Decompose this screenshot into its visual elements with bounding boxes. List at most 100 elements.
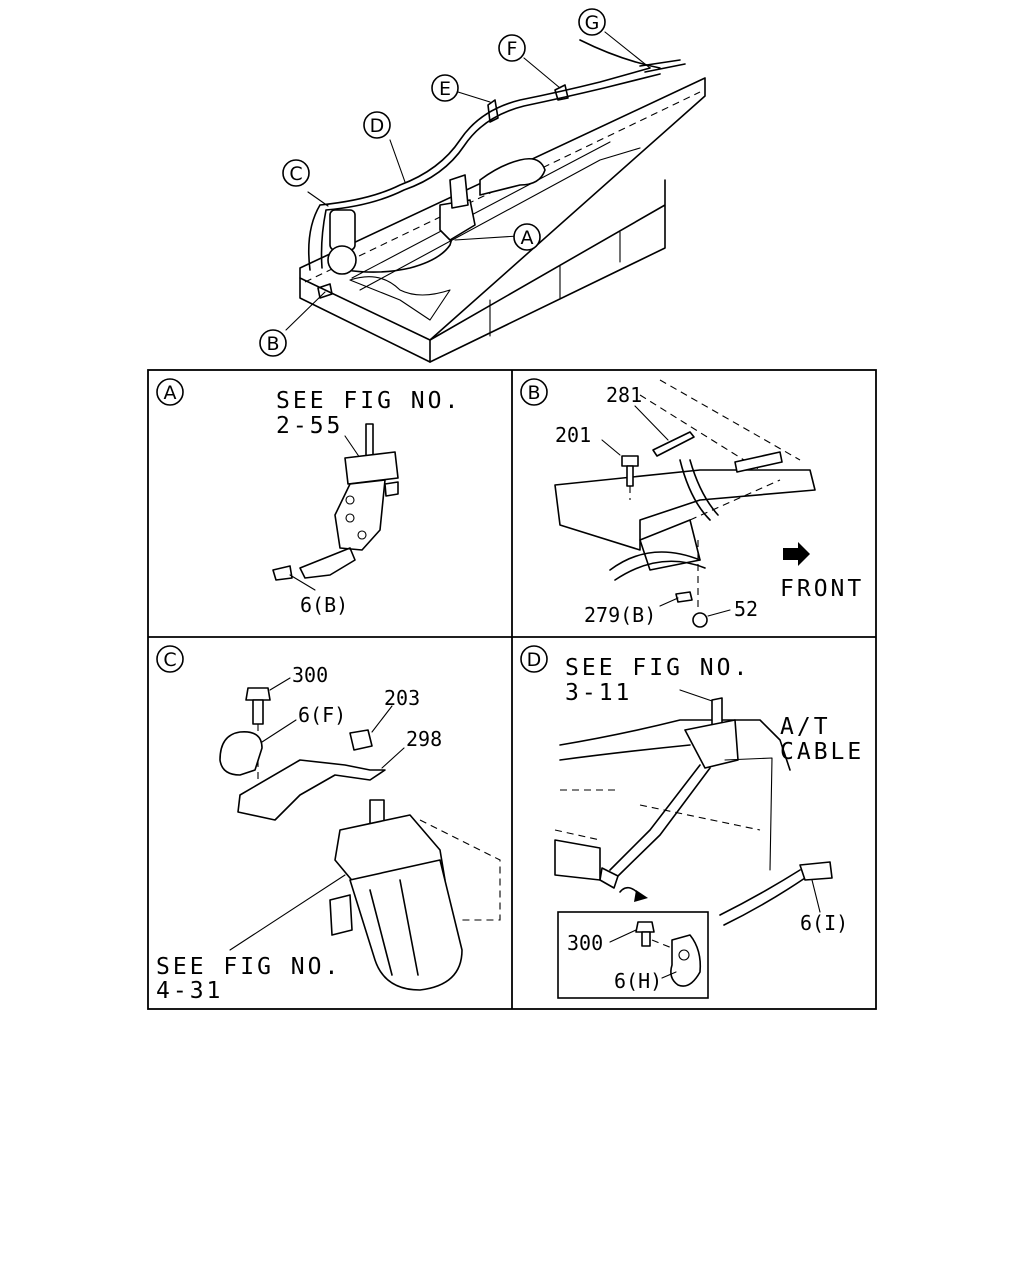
panel-c-see-fig: SEE FIG NO. — [156, 954, 341, 980]
nut-203 — [349, 729, 373, 751]
nut-52 — [692, 612, 708, 628]
callout-c-label: C — [289, 163, 302, 185]
leader-see-fig-d — [679, 689, 716, 703]
overview-cylinder — [329, 209, 356, 251]
overview-pedal — [449, 174, 469, 209]
panel-c: C 300 6(F) 298 203 SEE FIG NO. 4-31 — [156, 645, 501, 1004]
frame-rail-top — [299, 77, 706, 341]
label-279b: 279(B) — [584, 603, 656, 627]
frame-rail-front — [299, 277, 431, 363]
panel-d-see-fig: SEE FIG NO. — [565, 655, 750, 681]
label-52: 52 — [734, 597, 758, 621]
frame-cutout — [349, 276, 451, 321]
callout-f-label: F — [507, 38, 518, 60]
detail-grid — [147, 369, 877, 1010]
cable-label: CABLE — [780, 739, 864, 765]
clamp-6h — [670, 934, 702, 987]
cable-upper-2 — [320, 73, 661, 269]
callout-e-label: E — [439, 78, 451, 100]
callout-a: A — [513, 223, 541, 251]
at-cable-end — [599, 867, 619, 889]
panel-b-hose — [609, 551, 706, 581]
panel-d-fig-no: 3-11 — [565, 680, 632, 706]
panel-c-fig-no: 4-31 — [156, 978, 223, 1004]
pedal-pivot — [384, 481, 399, 497]
overview-cylinder-base — [327, 245, 357, 275]
panel-d-hidden — [554, 789, 761, 841]
at-label: A/T — [780, 714, 831, 740]
bolt-300d-shank — [641, 931, 651, 947]
leader-see-fig-c — [229, 874, 346, 951]
leader-203 — [371, 705, 393, 733]
bolt-300d-head — [635, 921, 655, 933]
panel-d-bracket — [684, 719, 739, 769]
overview-lever — [479, 157, 546, 196]
leader-300c — [269, 677, 291, 691]
overview-clip-f — [554, 84, 569, 101]
panel-d-frame — [559, 719, 791, 771]
callout-b: B — [259, 329, 287, 357]
callout-c: C — [282, 159, 310, 187]
panel-d-callout: D — [527, 649, 542, 671]
panel-b-bracket — [639, 519, 701, 571]
leader-6i — [811, 879, 821, 913]
callout-e: E — [431, 74, 459, 102]
cable-6i — [719, 869, 806, 926]
bolt-300-shank — [252, 699, 264, 725]
cable-upper — [307, 67, 651, 271]
panel-a-callout: A — [164, 382, 177, 404]
panel-d-block — [554, 839, 601, 881]
cable-g — [579, 39, 661, 69]
bolt-300-head — [245, 687, 271, 701]
panel-a-leader-6b — [289, 574, 316, 591]
pedal-switch — [344, 451, 399, 485]
label-6i: 6(I) — [800, 911, 848, 935]
label-6b: 6(B) — [300, 593, 348, 617]
label-6f: 6(F) — [298, 703, 346, 727]
overview-leaders — [285, 31, 651, 331]
leader-201 — [601, 439, 621, 456]
leader-298 — [381, 747, 405, 769]
callout-f: F — [498, 34, 526, 62]
frame-segments — [489, 231, 621, 337]
inset-arrow-head-icon — [634, 890, 648, 902]
panel-a-leader — [344, 435, 361, 459]
overview-clip-b — [317, 283, 333, 299]
label-298: 298 — [406, 727, 442, 751]
callout-d-label: D — [370, 115, 385, 137]
leader-281 — [634, 405, 669, 441]
clamp-6f — [219, 731, 263, 776]
panel-b-frame — [554, 469, 816, 551]
pedal-arm — [334, 479, 386, 551]
panel-a-fig-no: 2-55 — [276, 413, 343, 439]
panel-b: B 201 281 279(B) 52 FRONT — [520, 378, 864, 628]
label-281: 281 — [606, 383, 642, 407]
leader-6h — [661, 971, 677, 979]
bolt-201-head — [621, 455, 639, 467]
frame-inner — [351, 141, 641, 291]
overview-clip-e — [487, 99, 499, 123]
actuator-body — [349, 859, 463, 991]
bolt-201-shank — [626, 465, 634, 487]
front-label: FRONT — [780, 576, 864, 602]
clip-279b — [675, 591, 693, 603]
clip-6b — [272, 565, 293, 581]
label-300c: 300 — [292, 663, 328, 687]
label-300d: 300 — [567, 931, 603, 955]
label-203: 203 — [384, 686, 420, 710]
cable-lower — [344, 227, 456, 273]
panel-b-cylinder — [734, 451, 783, 473]
frame-rail-side — [429, 179, 666, 363]
panel-a-see-fig: SEE FIG NO. — [276, 388, 461, 414]
clip-281 — [652, 431, 695, 457]
actuator-port — [329, 894, 353, 936]
label-6h: 6(H) — [614, 969, 662, 993]
leader-at-cable — [724, 757, 773, 871]
panel-c-hidden — [419, 819, 501, 921]
inset-axis — [651, 939, 673, 949]
panel-d: D SEE FIG NO. 3-11 A/T CABLE 6(I) 300 6(… — [520, 645, 864, 999]
leader-52 — [707, 609, 731, 617]
callout-g: G — [578, 8, 606, 36]
panel-a: A SEE FIG NO. 2-55 6(B) — [156, 378, 461, 617]
